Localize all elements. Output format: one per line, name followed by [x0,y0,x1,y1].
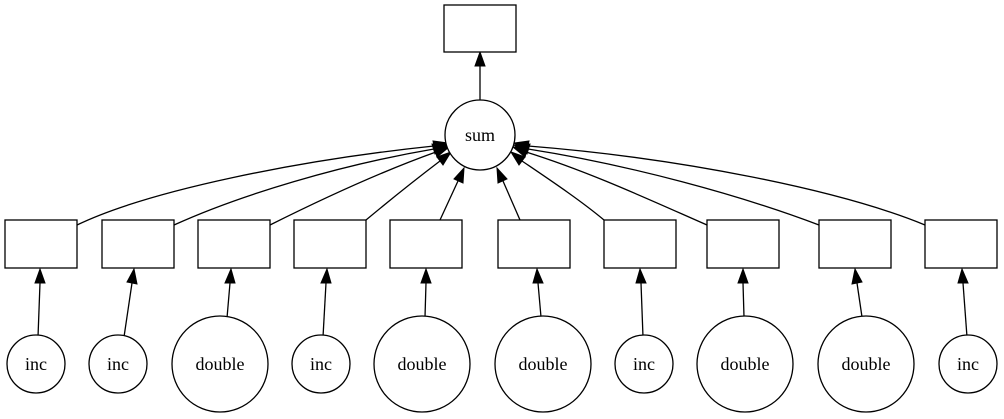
leaf-label-3: double [196,354,245,374]
leaf-circle-1 [6,334,66,394]
box-to-sum-edges [76,140,926,226]
arrowhead-sum-root [474,50,486,67]
arrowhead-box-5-sum [453,166,465,184]
edge-leaf-5 [424,282,427,318]
leaf-circle-3 [171,315,269,413]
edge-box-9-sum [527,148,820,226]
edge-leaf-7 [640,282,644,338]
arrowhead-leaf-7 [635,267,647,284]
leaf-circle-2 [88,334,148,394]
arrowhead-leaf-10 [957,267,969,284]
sum-label: sum [465,125,495,145]
leaf-node-1: inc [6,334,66,394]
arrowhead-box-10-sum [512,140,530,152]
leaf-node-10: inc [938,334,998,394]
edge-leaf-9 [856,282,863,318]
leaf-node-5: double [373,315,471,413]
leaf-circle-9 [817,315,915,413]
edge-box-6-sum [502,180,521,221]
middle-box-3 [197,219,271,269]
leaf-node-7: inc [614,334,674,394]
leaf-node-9: double [817,315,915,413]
arrowhead-box-7-sum [509,151,526,166]
leaf-label-1: inc [25,354,47,374]
root-node [443,4,517,53]
leaf-circle-8 [696,315,794,413]
leaf-label-9: double [842,354,891,374]
edge-leaf-6 [537,282,542,318]
edge-box-10-sum [527,145,926,226]
middle-box-5 [389,219,463,269]
arrowhead-box-3-sum [433,146,451,158]
leaf-label-10: inc [957,354,979,374]
arrowhead-leaf-9 [851,267,863,285]
leaf-node-6: double [494,315,592,413]
middle-box-8 [706,219,780,269]
leaf-circle-10 [938,334,998,394]
arrowhead-leaf-6 [532,267,544,284]
middle-box-2 [101,219,175,269]
leaf-circle-6 [494,315,592,413]
arrowhead-leaf-2 [126,267,138,285]
edge-leaf-1 [37,282,41,338]
edge-leaf-8 [742,282,745,318]
leaf-node-2: inc [88,334,148,394]
leaf-node-3: double [171,315,269,413]
sum-circle [444,99,516,171]
edge-box-8-sum [525,151,708,226]
edge-box-5-sum [439,180,459,221]
edge-box-1-sum [76,145,435,226]
root-box [443,4,517,53]
middle-box-10 [924,219,998,269]
leaf-circle-7 [614,334,674,394]
middle-box-9 [818,219,892,269]
leaf-label-5: double [398,354,447,374]
edge-box-7-sum [521,160,605,221]
edge-box-4-sum [365,160,441,221]
leaf-label-8: double [721,354,770,374]
leaf-label-7: inc [633,354,655,374]
arrowhead-leaf-8 [737,267,749,284]
leaf-node-4: inc [291,334,351,394]
edge-box-2-sum [173,148,435,226]
leaf-label-2: inc [107,354,129,374]
leaf-nodes: inc inc double inc double double inc do [6,315,998,413]
leaf-label-4: inc [310,354,332,374]
leaf-node-8: double [696,315,794,413]
edge-leaf-4 [322,282,327,338]
leaf-circle-5 [373,315,471,413]
middle-box-6 [497,219,571,269]
arrowhead-leaf-5 [420,267,432,284]
middle-boxes [4,219,998,269]
leaf-label-6: double [519,354,568,374]
arrowhead-leaf-4 [320,267,332,284]
arrowhead-leaf-3 [224,267,236,284]
middle-box-4 [293,219,367,269]
middle-box-1 [4,219,78,269]
edge-leaf-10 [962,282,968,338]
arrowhead-box-4-sum [436,151,453,166]
edge-leaf-3 [226,282,231,319]
edge-box-3-sum [269,151,437,226]
arrowhead-leaf-1 [34,267,46,284]
leaf-to-box-edges [34,267,969,338]
middle-box-7 [603,219,677,269]
edge-leaf-2 [123,282,133,338]
leaf-circle-4 [291,334,351,394]
sum-node: sum [444,99,516,171]
arrowhead-box-6-sum [496,166,508,184]
